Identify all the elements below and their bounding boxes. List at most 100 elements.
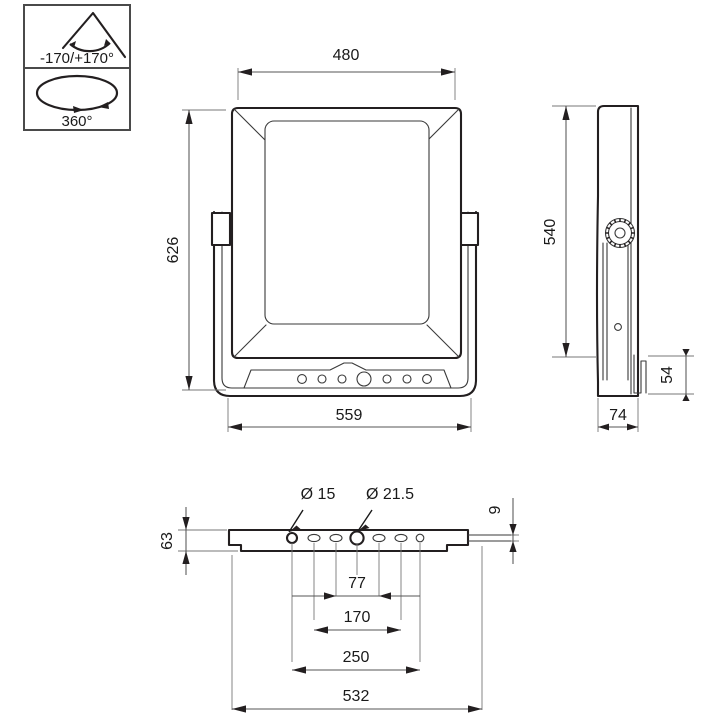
- tilt-icon-box: [23, 4, 131, 69]
- leader-arrow-dia15: [289, 525, 301, 532]
- arrow-532-left: [232, 705, 246, 713]
- side-pivot-gear-icon: [604, 217, 636, 249]
- bottom-slot-2: [329, 533, 343, 543]
- dim-label-480: 480: [333, 47, 360, 64]
- arrow-626-bottom: [185, 376, 193, 390]
- arrow-77-left: [324, 592, 336, 600]
- tilt-icon-label: -170/+170°: [40, 50, 114, 67]
- arrow-9-top: [509, 524, 517, 535]
- tilt-arrow-left: [70, 41, 76, 48]
- bottom-profile-outline: [227, 528, 470, 553]
- dim-label-250: 250: [343, 649, 370, 666]
- pivot-lug-left: [210, 211, 232, 247]
- hole-strip-outline: [243, 362, 452, 389]
- dim-label-540: 540: [542, 219, 559, 246]
- arrow-250-right: [406, 666, 420, 674]
- chamfer-bottom-right: [426, 324, 460, 358]
- arrow-480-right: [441, 68, 455, 76]
- bottom-slot-3: [372, 533, 386, 543]
- strip-hole-3: [337, 374, 347, 384]
- tilt-arrow-right: [104, 39, 110, 46]
- front-view: 480 626 559: [165, 47, 480, 432]
- front-luminaire-body: [230, 106, 463, 360]
- arrow-540-top: [562, 106, 570, 120]
- strip-hole-2: [317, 374, 327, 384]
- bottom-callouts: Ø 15 Ø 21.5: [288, 486, 414, 533]
- chamfer-top-left: [233, 108, 267, 142]
- leader-dia15: [288, 509, 304, 533]
- arrow-74-left: [598, 423, 609, 431]
- pivot-lug-right: [458, 211, 480, 247]
- side-dim-54: 54: [648, 349, 694, 401]
- strip-hole-5: [382, 374, 392, 384]
- arrow-480-left: [238, 68, 252, 76]
- arrow-170-left: [314, 626, 328, 634]
- bottom-slot-4: [394, 533, 408, 543]
- leader-arrow-dia215: [358, 524, 370, 531]
- arrow-9-bottom: [509, 541, 517, 552]
- arrow-74-right: [627, 423, 638, 431]
- strip-hole-1: [297, 374, 307, 384]
- arrow-54-bottom: [682, 394, 690, 401]
- dim-label-626: 626: [165, 237, 182, 264]
- tilt-angle-icon: -170/+170°: [23, 4, 131, 69]
- dim-label-77: 77: [348, 575, 366, 592]
- leader-dia215: [357, 509, 373, 532]
- chamfer-bottom-left: [233, 324, 267, 358]
- dim-label-170: 170: [344, 609, 371, 626]
- arrow-626-top: [185, 110, 193, 124]
- side-bottom-notch: [633, 354, 647, 394]
- arrow-532-right: [468, 705, 482, 713]
- front-dim-626: 626: [165, 109, 226, 391]
- bottom-view: Ø 15 Ø 21.5 63 9: [159, 486, 519, 713]
- lens-window: [264, 120, 430, 325]
- strip-hole-6: [402, 374, 412, 384]
- callout-label-dia215: Ø 21.5: [366, 486, 414, 503]
- rotation-icon-box: [23, 67, 131, 131]
- bottom-ext-lines: [231, 543, 483, 710]
- strip-hole-center: [356, 371, 372, 387]
- feature-icons-group: -170/+170° 360°: [23, 4, 131, 131]
- bottom-dim-63: 63: [159, 507, 238, 575]
- bracket-outer-u: [212, 210, 478, 398]
- front-dim-480: 480: [237, 47, 456, 100]
- arrow-540-bottom: [562, 343, 570, 357]
- arrow-77-right: [379, 592, 391, 600]
- arrow-63-bottom: [182, 551, 190, 564]
- dim-label-63: 63: [159, 532, 176, 550]
- chamfer-top-right: [426, 108, 460, 142]
- side-small-hole: [614, 323, 622, 331]
- bottom-slot-1: [307, 533, 321, 543]
- bottom-dim-9: 9: [487, 498, 519, 564]
- side-dim-74: 74: [597, 398, 639, 432]
- rotation-icon-label: 360°: [61, 113, 92, 130]
- side-dim-540: 540: [542, 105, 596, 358]
- dim-label-532: 532: [343, 688, 370, 705]
- rotation-arrow-left: [73, 106, 84, 113]
- rotation-360-icon: 360°: [23, 67, 131, 131]
- bottom-dim-77: 77: [292, 575, 420, 600]
- front-hole-strip: [243, 362, 452, 389]
- dim-label-9: 9: [487, 505, 504, 514]
- gear-teeth: [605, 218, 635, 248]
- bracket-inner-u: [221, 211, 469, 389]
- bottom-hole-small: [415, 533, 425, 543]
- arrow-170-right: [387, 626, 401, 634]
- bottom-dim-170: 170: [314, 609, 401, 634]
- arrow-63-top: [182, 517, 190, 530]
- arrow-250-left: [292, 666, 306, 674]
- tilt-angle-arms: [61, 11, 127, 59]
- dim-label-559: 559: [336, 407, 363, 424]
- side-view: 540 74 54: [542, 104, 694, 432]
- arrow-559-left: [228, 423, 242, 431]
- arrow-559-right: [457, 423, 471, 431]
- dim-label-54: 54: [659, 366, 676, 384]
- gear-center-hole: [614, 227, 626, 239]
- strip-hole-7: [422, 374, 432, 384]
- callout-label-dia15: Ø 15: [301, 486, 336, 503]
- rotation-arrow-right: [98, 102, 109, 109]
- bottom-dim-532: 532: [232, 688, 482, 713]
- bottom-hole-row: [285, 530, 425, 546]
